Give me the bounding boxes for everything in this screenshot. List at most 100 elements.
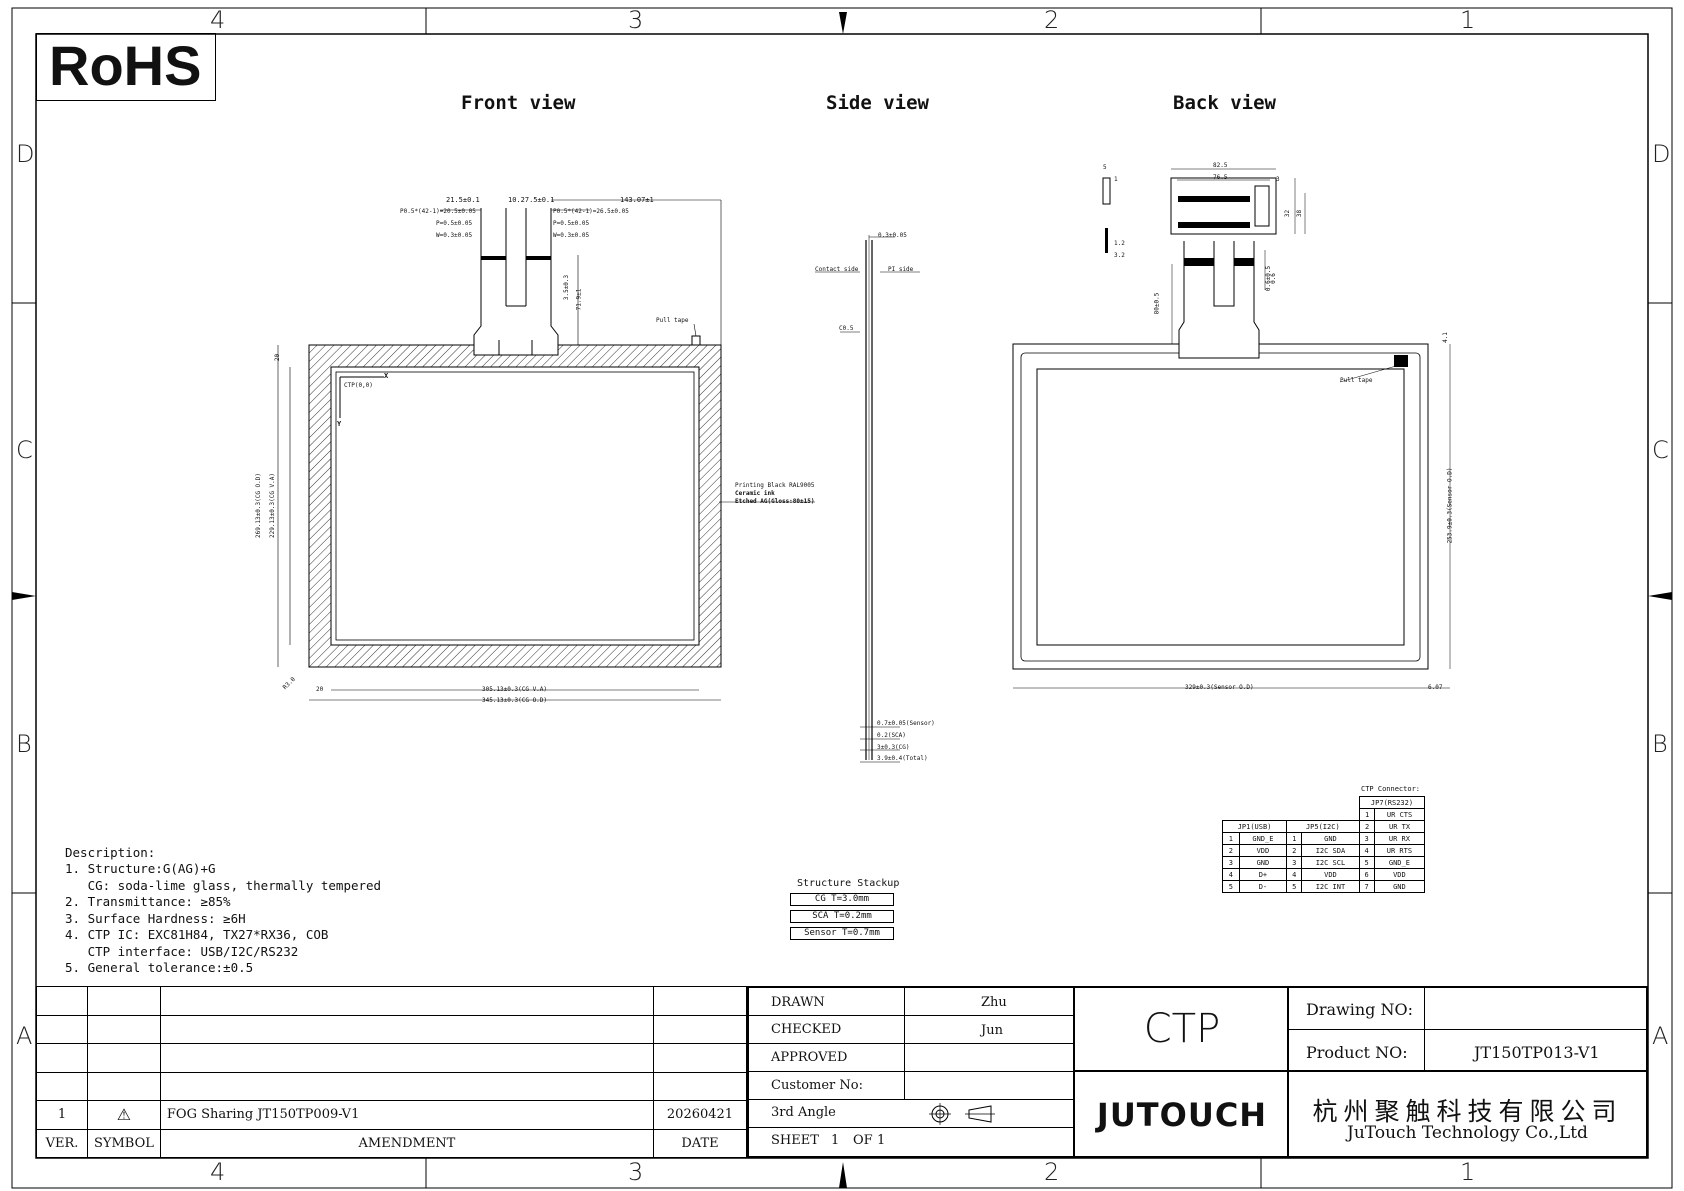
dim-label: 3.5±0.3 — [563, 274, 571, 301]
cell: I2C SCL — [1301, 856, 1360, 869]
dim-label: P0.5*(42-1)=20.5±0.05 — [400, 208, 476, 215]
cell: 4 — [1286, 868, 1303, 881]
description-line: CG: soda-lime glass, thermally tempered — [65, 877, 382, 893]
pull-tape-label-back: Pull tape — [1340, 377, 1373, 384]
drawing-no-label: Drawing NO: — [1306, 1000, 1413, 1019]
zone-left-d: D — [16, 140, 35, 168]
dim-label: 305.13±0.3(CG V.A) — [482, 686, 548, 693]
description-line: 5. General tolerance:±0.5 — [65, 960, 254, 975]
dim-label: 80±0.5 — [1153, 292, 1161, 315]
drawn-label: DRAWN — [771, 995, 825, 1010]
cell: 2 — [1222, 844, 1240, 857]
head-amendment: AMENDMENT — [159, 1128, 655, 1158]
cell: GND_E — [1238, 832, 1288, 845]
dim-label: C0.5 — [839, 325, 854, 332]
cell: D- — [1238, 880, 1288, 893]
dim-label: 71.9±1 — [575, 288, 583, 311]
cell: 1 — [1286, 832, 1303, 845]
cell: UR RX — [1373, 832, 1426, 845]
dim-label: 1.2 — [1114, 240, 1125, 247]
cell: 5 — [1222, 880, 1240, 893]
connector-title: CTP Connector: — [1361, 785, 1421, 793]
revision-date: 20260421 — [653, 1100, 747, 1130]
dim-label: 229.13±0.3(CG V.A) — [269, 472, 277, 539]
dim-label: 329±0.3(Sensor O.D) — [1185, 684, 1254, 691]
pin-name: UR CTS — [1374, 808, 1425, 821]
cell: GND — [1238, 856, 1288, 869]
description-line: 3. Surface Hardness: ≥6H — [65, 910, 246, 926]
dim-label: 4.1 — [1441, 332, 1449, 343]
side-view-drawing — [815, 235, 920, 763]
product-no-label: Product NO: — [1306, 1043, 1408, 1062]
dim-label: 143.07±1 — [620, 196, 654, 204]
printing-label-2: Ceramic ink — [735, 490, 775, 497]
cell: D+ — [1238, 868, 1288, 881]
cell: GND — [1373, 880, 1426, 893]
origin-label: CTP(0,0) — [344, 382, 373, 389]
dim-label: 0.3±0.05 — [878, 232, 907, 239]
description-line: 2. Transmittance: ≥85% — [65, 894, 231, 909]
front-view-drawing — [277, 199, 815, 701]
zone-right-b: B — [1652, 730, 1668, 758]
stackup-layer: Sensor T=0.7mm — [790, 927, 894, 940]
head-symbol: SYMBOL — [87, 1128, 161, 1158]
zone-top-2: 2 — [1044, 6, 1060, 34]
side-view-title: Side view — [826, 92, 929, 114]
description-line: CTP interface: USB/I2C/RS232 — [65, 943, 299, 959]
cell: VDD — [1238, 844, 1288, 857]
drawn-value: Zhu — [981, 995, 1007, 1010]
dim-label: 0.6 — [1269, 273, 1277, 284]
dim-label: 38 — [1296, 209, 1304, 218]
zone-bottom-2: 2 — [1044, 1158, 1060, 1186]
zone-right-d: D — [1652, 140, 1671, 168]
stackup-table: CG T=3.0mm SCA T=0.2mm Sensor T=0.7mm — [790, 893, 894, 940]
front-view-title: Front view — [461, 92, 576, 114]
head-date: DATE — [653, 1128, 747, 1158]
jp7-continuation — [1358, 820, 1426, 833]
stackup-title: Structure Stackup — [797, 878, 900, 889]
dim-label: 5 — [1103, 164, 1107, 171]
jutouch-logo: JUTOUCH — [1096, 1096, 1268, 1134]
cell: 2 — [1286, 844, 1303, 857]
revision-table: 1 ⚠ FOG Sharing JT150TP009-V1 20260421 V… — [36, 986, 747, 1158]
pull-tape-label: Pull tape — [656, 317, 689, 324]
rohs-badge: RoHS — [36, 33, 216, 101]
cell: 6 — [1358, 868, 1375, 881]
head-ver: VER. — [36, 1128, 88, 1158]
dim-label: P=0.5±0.05 — [436, 220, 473, 227]
dim-label: P=0.5±0.05 — [553, 220, 590, 227]
zone-left-c: C — [16, 436, 33, 464]
checked-value: Jun — [981, 1023, 1003, 1038]
checked-label: CHECKED — [771, 1022, 842, 1037]
cell: 3 — [1286, 856, 1303, 869]
dim-label: 32 — [1284, 209, 1292, 218]
cell: 1 — [1222, 832, 1240, 845]
contact-side-label: Contact side — [815, 266, 859, 273]
cell: 4 — [1358, 844, 1375, 857]
description-line: Description: — [65, 844, 156, 860]
product-no-value: JT150TP013-V1 — [1474, 1043, 1600, 1062]
cell: 3 — [1222, 856, 1240, 869]
zone-top-1: 1 — [1460, 6, 1476, 34]
dim-label: 253.9±0.3(Sensor O.D) — [1446, 467, 1454, 544]
axis-x-label: X — [384, 372, 389, 380]
back-view-drawing — [1012, 168, 1451, 689]
cell: I2C INT — [1301, 880, 1360, 893]
revision-row: 1 ⚠ FOG Sharing JT150TP009-V1 20260421 — [36, 1100, 747, 1130]
angle-label: 3rd Angle — [771, 1105, 836, 1120]
jp1-header: JP1(USB) — [1221, 820, 1288, 833]
revision-amendment: FOG Sharing JT150TP009-V1 — [159, 1100, 655, 1130]
description-line: 4. CTP IC: EXC81H84, TX27*RX36, COB — [65, 927, 329, 942]
sheet-label: SHEET — [771, 1133, 819, 1148]
zone-right-a: A — [1652, 1022, 1669, 1050]
dim-label: 0.2(SCA) — [877, 732, 906, 739]
zone-bottom-1: 1 — [1460, 1158, 1476, 1186]
dim-label: 3.2 — [1114, 252, 1125, 259]
cell: I2C SDA — [1301, 844, 1360, 857]
